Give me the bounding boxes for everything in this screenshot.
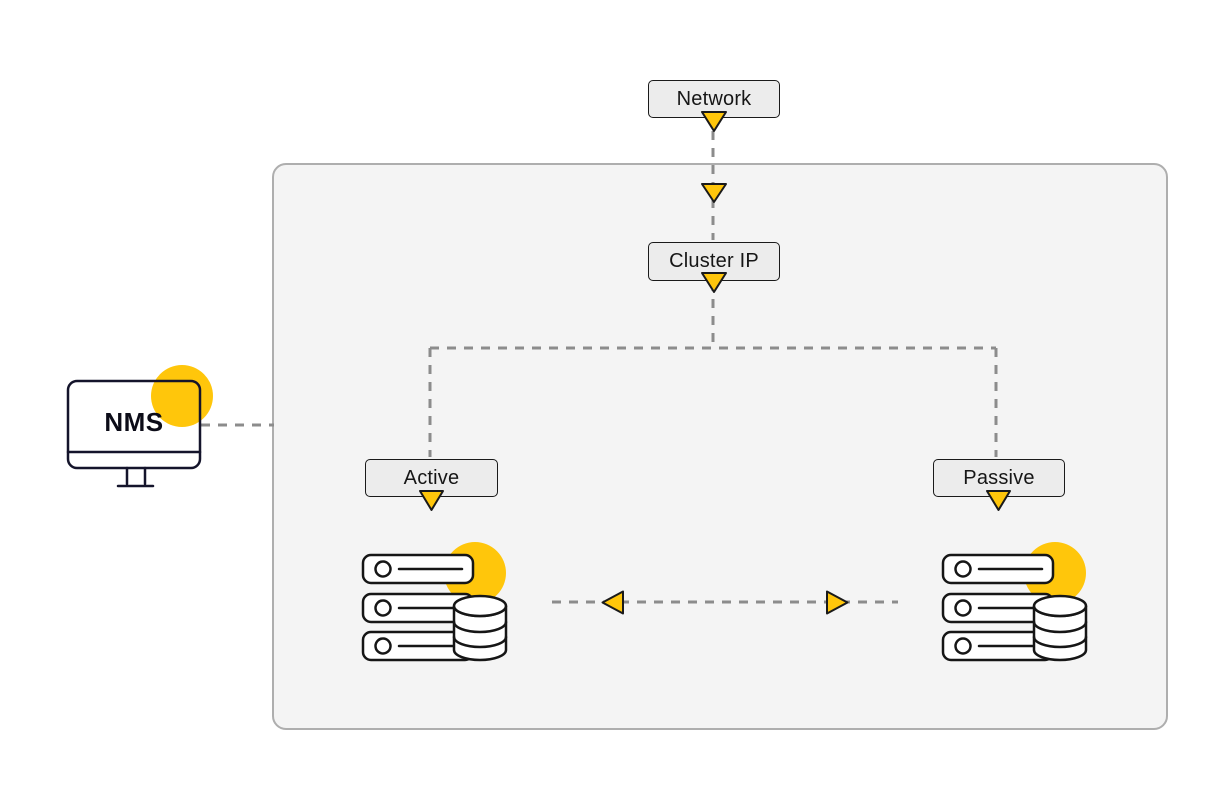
node-cluster-ip: Cluster IP xyxy=(648,242,780,281)
node-passive: Passive xyxy=(933,459,1065,497)
nms-label: NMS xyxy=(104,406,164,437)
node-passive-label: Passive xyxy=(963,466,1035,489)
node-active: Active xyxy=(365,459,498,497)
node-network-label: Network xyxy=(676,87,752,110)
node-network: Network xyxy=(648,80,780,118)
node-active-label: Active xyxy=(403,466,460,489)
node-cluster-ip-label: Cluster IP xyxy=(669,250,759,272)
